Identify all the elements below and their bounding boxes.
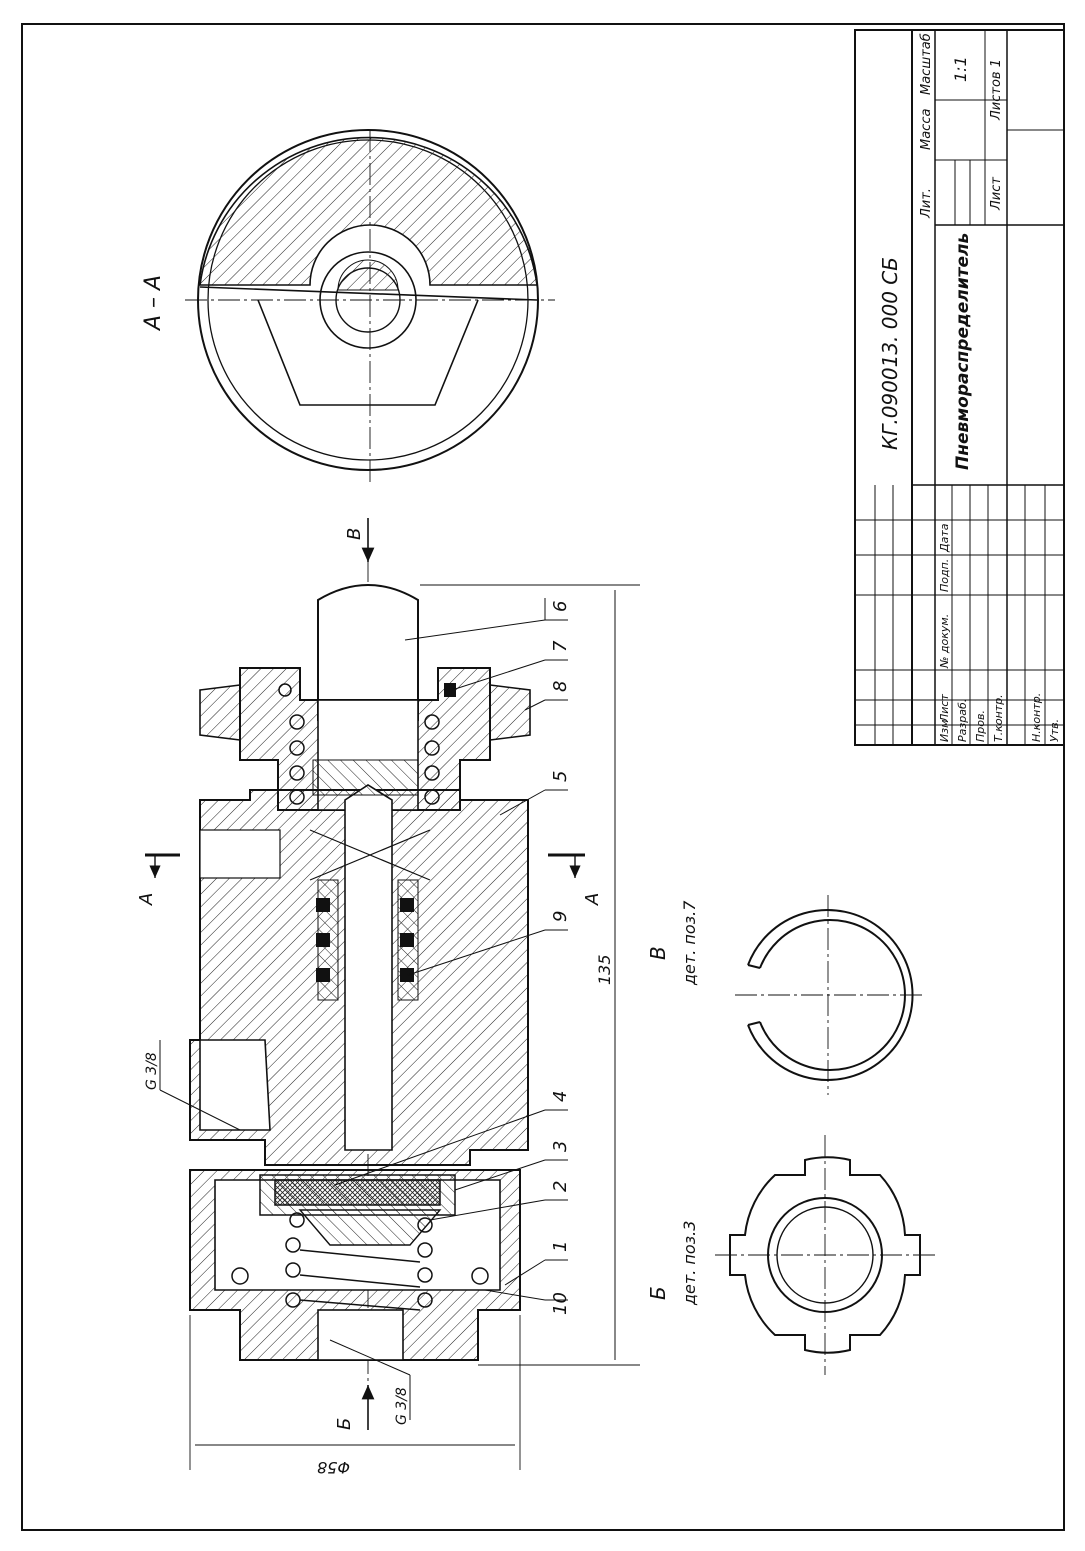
view-b-label: Б (646, 1286, 670, 1300)
pos-9: 9 (550, 911, 571, 922)
section-aa-view: А – А (141, 129, 555, 485)
title-sheets-label: Листов 1 (989, 59, 1004, 121)
role-tkontr: Т.контр. (992, 694, 1005, 742)
title-block: КГ.090013. 000 СБ Пневмораспределитель Л… (854, 29, 1065, 746)
drawing-frame (21, 23, 1065, 1531)
section-aa-label: А – А (141, 275, 166, 332)
role-nkontr: Н.контр. (1030, 693, 1043, 742)
title-doc-code: КГ.090013. 000 СБ (878, 257, 902, 450)
title-scale-label: Масштаб (919, 33, 934, 95)
arrow-v-label: В (344, 528, 365, 540)
thread-bottom: G 3/8 (394, 1387, 410, 1425)
pos-2: 2 (550, 1181, 571, 1192)
pos-8: 8 (550, 681, 571, 692)
role-razrab: Разраб. (956, 699, 969, 742)
arrow-b-label: Б (334, 1418, 355, 1430)
rev-header-doc: № докум. (938, 614, 951, 669)
dim-diameter: Φ58 (317, 1458, 350, 1477)
rev-header-date: Дата (938, 523, 951, 553)
rev-header-izm: Изм (938, 720, 951, 742)
role-prov: Пров. (974, 710, 987, 742)
title-mass-label: Масса (919, 109, 934, 150)
view-v-caption: дет. поз.7 (680, 900, 699, 986)
pos-5: 5 (550, 771, 571, 782)
view-v-detail: В дет. поз.7 (646, 895, 925, 1095)
dim-length: 135 (595, 954, 614, 985)
title-name: Пневмораспределитель (953, 233, 973, 470)
pos-6: 6 (550, 601, 571, 612)
view-v-label: В (646, 946, 670, 960)
main-section-view: А А В Б 135 Φ58 G 3/8 G 3/8 (136, 518, 640, 1477)
view-b-detail: Б дет. поз.3 (646, 1135, 935, 1375)
rev-header-list: Лист (938, 694, 951, 723)
cut-marker-a-left: А (136, 893, 157, 906)
pos-1: 1 (550, 1241, 571, 1252)
title-sheet-label: Лист (989, 177, 1004, 211)
role-utv: Утв. (1048, 719, 1061, 742)
thread-top: G 3/8 (144, 1052, 160, 1090)
pos-4: 4 (550, 1091, 571, 1102)
title-scale-value: 1:1 (951, 56, 970, 82)
view-b-caption: дет. поз.3 (680, 1221, 699, 1306)
pos-7: 7 (550, 640, 571, 652)
title-lit-label: Лит. (919, 188, 934, 219)
pos-3: 3 (550, 1141, 571, 1152)
cut-marker-a-right: А (582, 893, 603, 906)
rev-header-sign: Подп. (938, 559, 951, 592)
pos-10: 10 (550, 1292, 571, 1315)
